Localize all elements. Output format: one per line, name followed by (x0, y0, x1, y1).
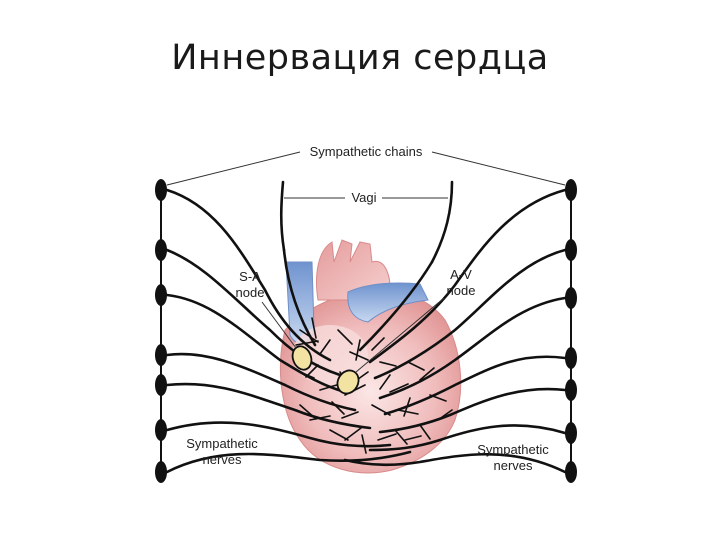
label-sym-nerves-left-2: nerves (202, 452, 242, 467)
label-sa-node-2: node (236, 285, 265, 300)
label-sa-node-1: S-A (239, 269, 261, 284)
label-sym-nerves-right-1: Sympathetic (477, 442, 549, 457)
label-av-node-2: node (447, 283, 476, 298)
label-sympathetic-chains: Sympathetic chains (310, 144, 423, 159)
label-vagi: Vagi (351, 190, 376, 205)
label-sym-nerves-right-2: nerves (493, 458, 533, 473)
label-av-node-1: A-V (450, 267, 472, 282)
label-sym-nerves-left-1: Sympathetic (186, 436, 258, 451)
